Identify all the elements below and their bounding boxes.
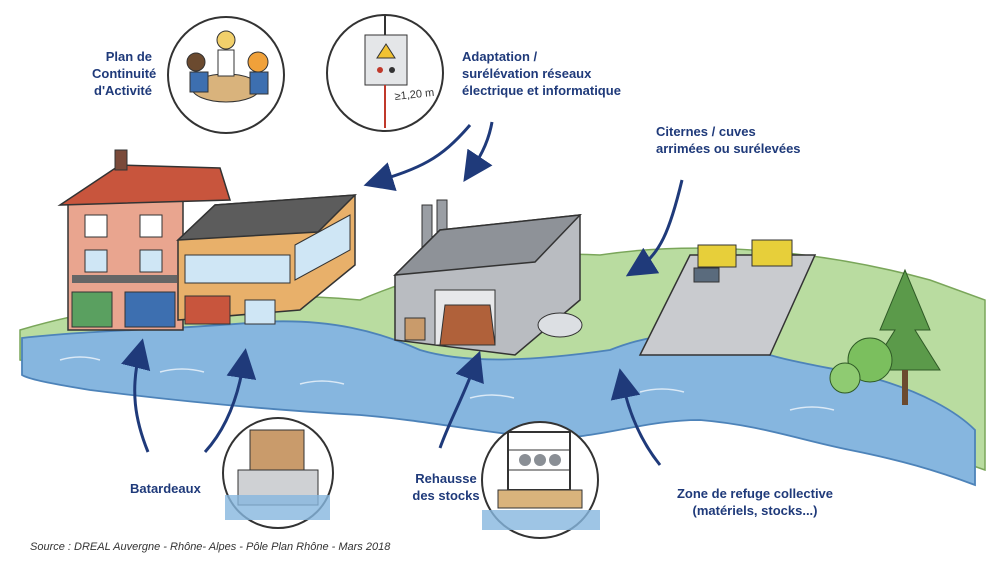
commercial-building: [175, 194, 357, 325]
inset-meeting: [167, 16, 285, 134]
house-building: [57, 149, 232, 331]
flood-water: [21, 320, 976, 487]
arrow-adaptation-down: [463, 121, 494, 182]
label-adaptation-reseaux: Adaptation / surélévation réseaux électr…: [462, 49, 621, 98]
source-caption: Source : DREAL Auvergne - Rhône- Alpes -…: [30, 541, 391, 553]
factory-building: [393, 199, 583, 356]
inset-cofferdam: [222, 417, 334, 529]
label-zone-refuge: Zone de refuge collective (matériels, st…: [676, 486, 834, 518]
inset-stock: [481, 421, 600, 539]
electrical-height-label: ≥1,20 m: [394, 87, 435, 103]
label-batardeaux: Batardeaux: [130, 481, 201, 496]
water-ripples: [59, 356, 835, 411]
refuge-platform: [638, 239, 817, 356]
arrow-batardeaux-1: [121, 338, 151, 453]
trees: [829, 268, 941, 405]
arrow-rehausse: [438, 350, 484, 449]
arrow-zone-refuge: [610, 368, 662, 466]
inset-electrical: ≥1,20 m: [326, 14, 444, 132]
label-rehausse-stocks: Rehausse des stocks: [412, 471, 480, 503]
arrow-batardeaux-2: [203, 348, 257, 454]
arrow-citernes: [625, 179, 684, 277]
arrow-adaptation-left: [363, 124, 472, 191]
label-citernes: Citernes / cuves arrimées ou surélevées: [656, 124, 801, 156]
label-plan-continuite: Plan de Continuité d'Activité: [92, 49, 157, 98]
arrows: [121, 121, 684, 466]
